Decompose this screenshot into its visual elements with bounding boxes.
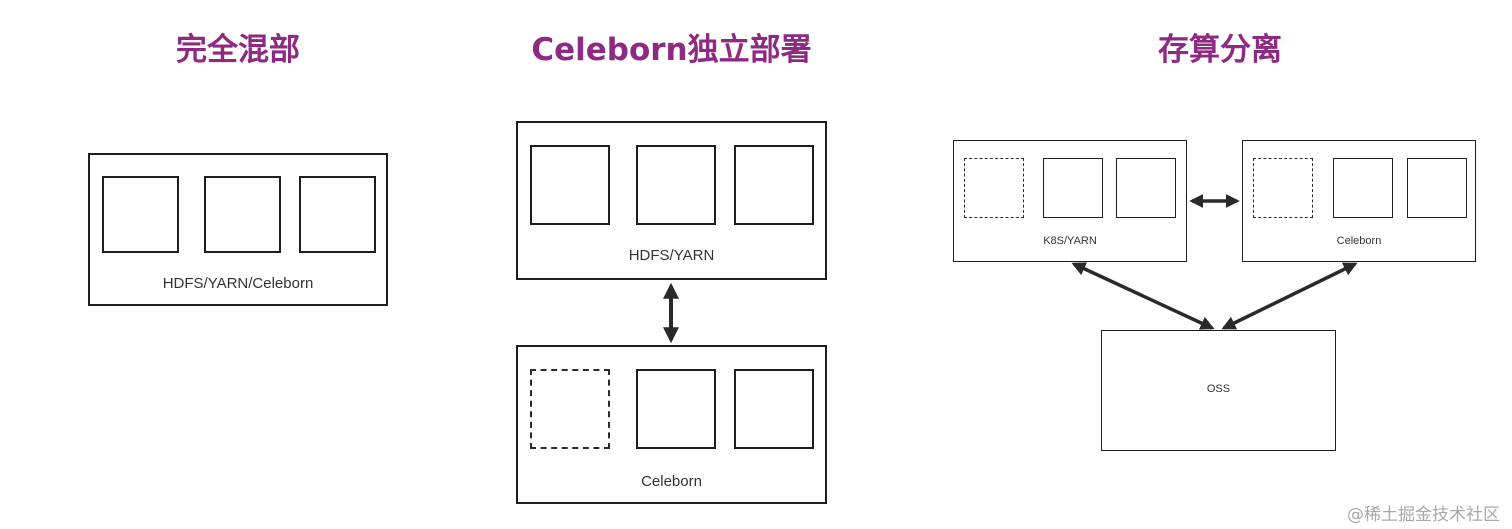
title-standalone: Celeborn独立部署 [531, 32, 812, 68]
celeborn-cluster-box: Celeborn [516, 345, 827, 504]
k8s-empty-node [964, 158, 1024, 218]
oss-label: OSS [1206, 383, 1231, 395]
hdfs-node-3 [734, 145, 814, 225]
celeborn-shuffle-box: Celeborn [1242, 140, 1476, 262]
oss-storage-box: OSS [1101, 330, 1336, 451]
mixed-node-3 [299, 176, 376, 253]
hdfs-node-2 [636, 145, 716, 225]
celeborn-node-2 [734, 369, 814, 449]
shuffle-oss-arrow [1221, 262, 1358, 330]
hdfs-node-1 [530, 145, 610, 225]
shuffle-node-1 [1333, 158, 1393, 218]
k8s-yarn-label: K8S/YARN [1043, 235, 1097, 247]
mixed-cluster-label: HDFS/YARN/Celeborn [162, 275, 314, 292]
mixed-node-1 [102, 176, 179, 253]
hdfs-yarn-cluster-box: HDFS/YARN [516, 121, 827, 280]
shuffle-empty-node [1253, 158, 1313, 218]
shuffle-celeborn-label: Celeborn [1336, 235, 1382, 247]
celeborn-label: Celeborn [641, 473, 702, 490]
celeborn-empty-node [530, 369, 610, 449]
title-disaggregated: 存算分离 [1158, 32, 1282, 68]
k8s-node-2 [1116, 158, 1176, 218]
k8s-yarn-cluster-box: K8S/YARN [953, 140, 1187, 262]
k8s-node-1 [1043, 158, 1103, 218]
mixed-node-2 [204, 176, 281, 253]
compute-oss-arrow [1071, 262, 1215, 330]
hdfs-yarn-label: HDFS/YARN [628, 247, 715, 264]
watermark: @稀土掘金技术社区 [1347, 505, 1500, 525]
title-mixed: 完全混部 [176, 32, 300, 68]
mixed-cluster-box: HDFS/YARN/Celeborn [88, 153, 388, 306]
celeborn-node-1 [636, 369, 716, 449]
shuffle-node-2 [1407, 158, 1467, 218]
